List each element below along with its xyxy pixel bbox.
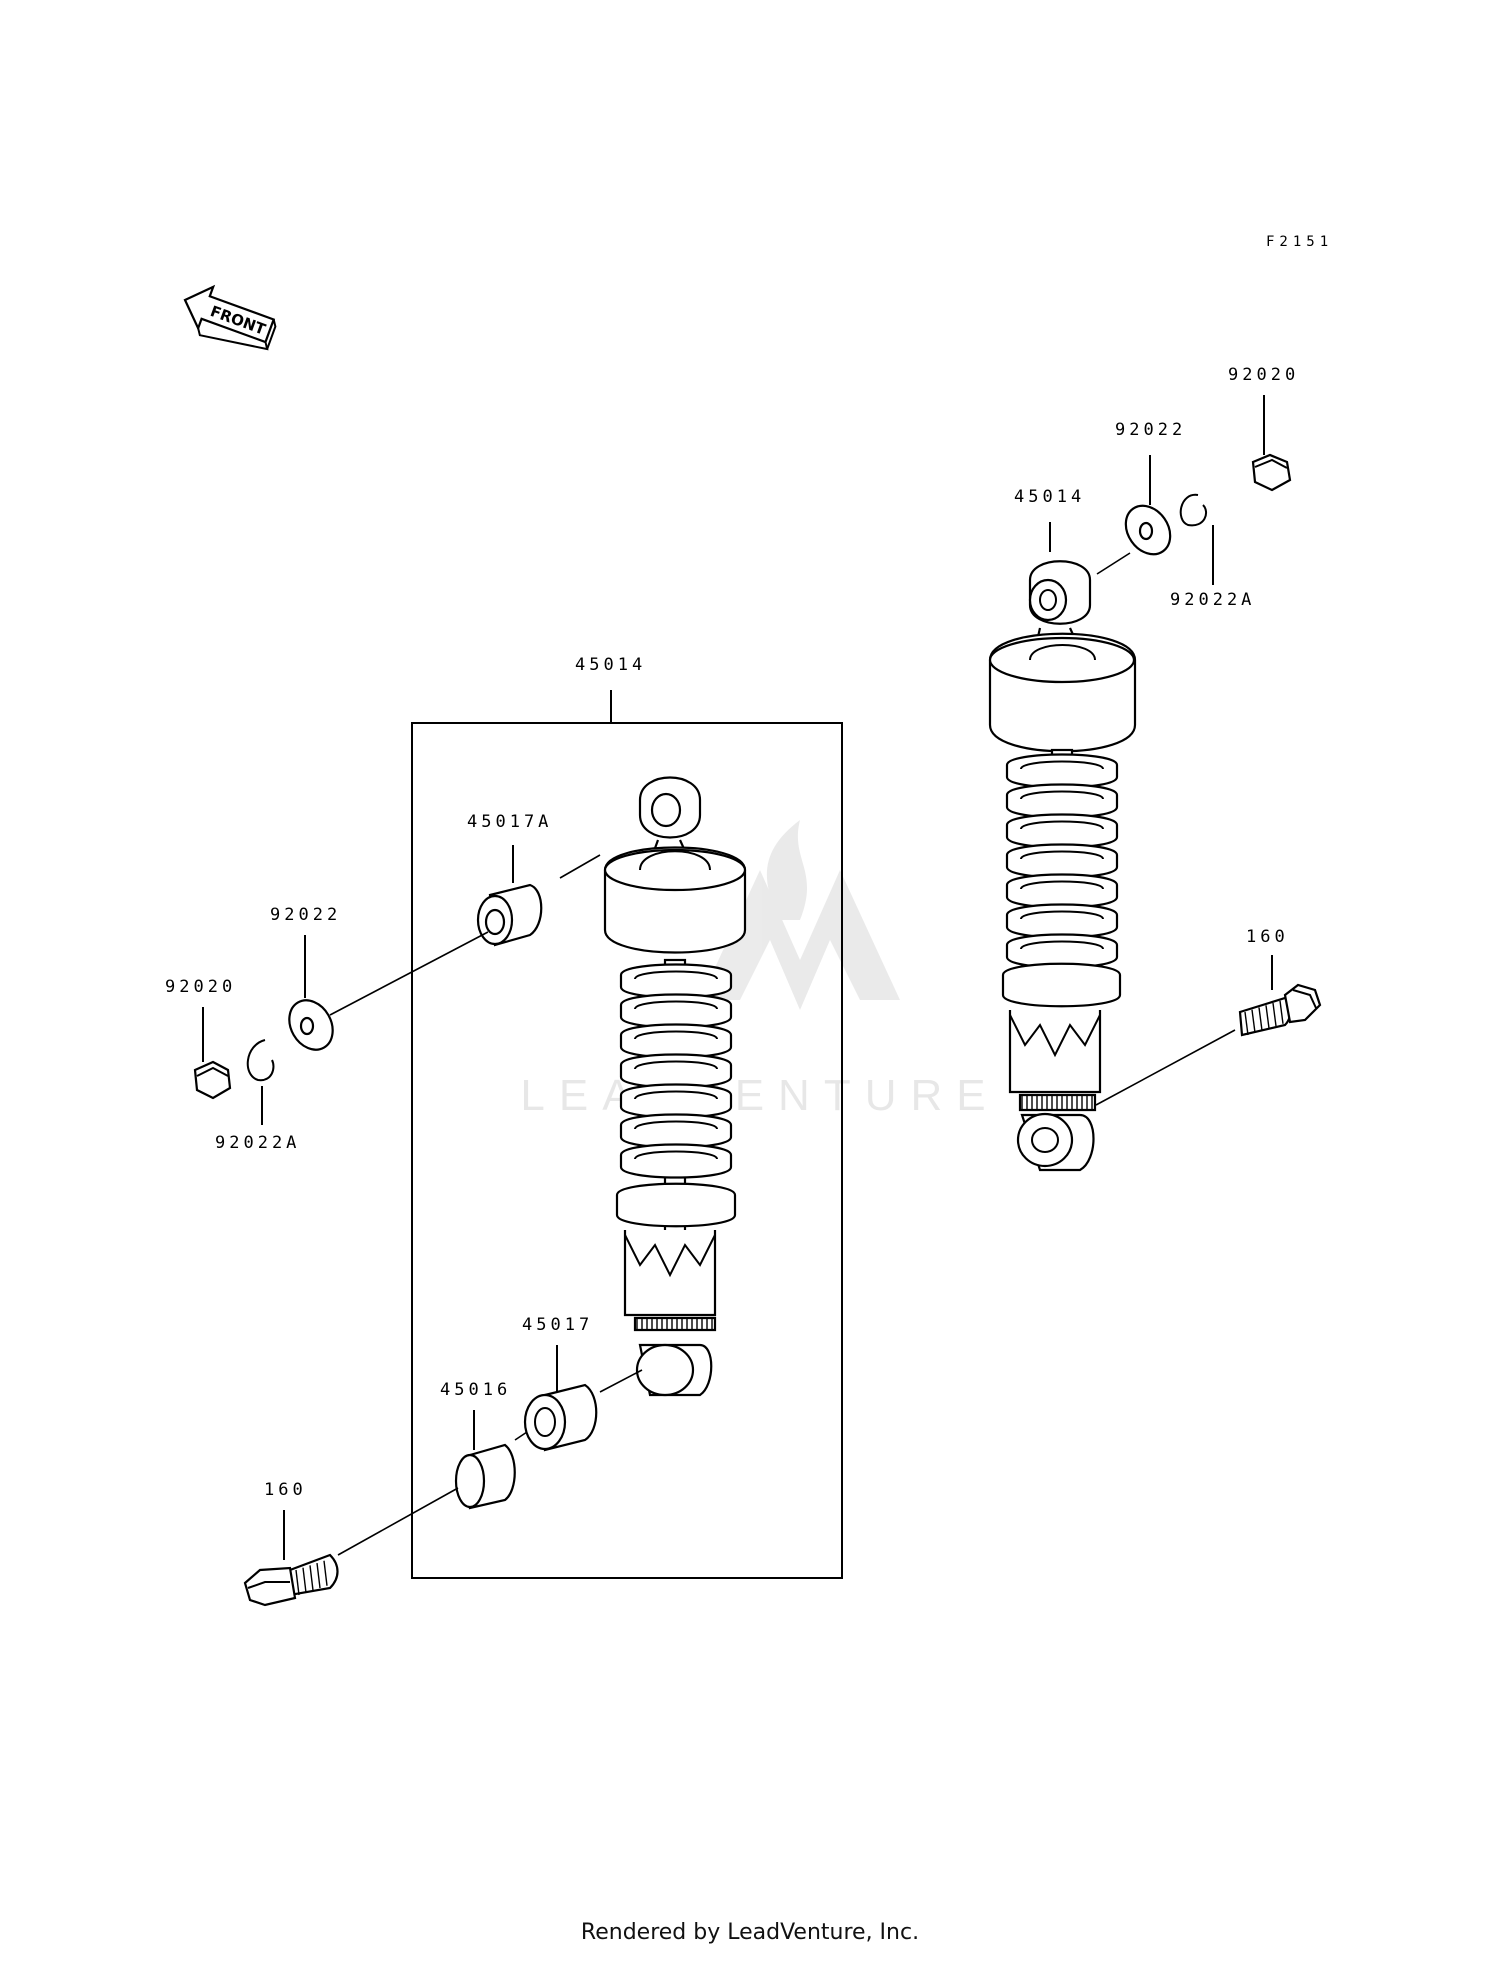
- bolt-160-left: [243, 1553, 339, 1607]
- spring-coil-inner: [634, 970, 718, 980]
- bolt-160-right: [1238, 983, 1322, 1037]
- shock-absorber-left: [603, 776, 747, 1397]
- spring-coil: [619, 1143, 733, 1179]
- spring-coil-inner: [634, 1060, 718, 1070]
- spring-coil-inner: [634, 1030, 718, 1040]
- label-160-right[interactable]: 160: [1246, 927, 1289, 947]
- label-45017A[interactable]: 45017A: [467, 812, 553, 832]
- spring-coil-inner: [1020, 910, 1104, 920]
- spring-coil: [619, 963, 733, 999]
- spring-coil-inner: [1020, 790, 1104, 800]
- bolt-thread: [1272, 1002, 1277, 1027]
- label-92022A-left[interactable]: 92022A: [215, 1133, 301, 1153]
- watermark-text: LEADVENTURE: [520, 1071, 999, 1120]
- spring-coil-inner: [1020, 880, 1104, 890]
- nut-92020-left: [193, 1060, 232, 1100]
- bushing-45017A-left: [476, 883, 543, 947]
- nut-92020-right: [1251, 453, 1292, 492]
- bolt-thread: [302, 1567, 307, 1593]
- label-160-left[interactable]: 160: [264, 1480, 307, 1500]
- label-45017[interactable]: 45017: [522, 1315, 594, 1335]
- label-92020-right[interactable]: 92020: [1228, 365, 1300, 385]
- collar-45016-left: [454, 1443, 516, 1510]
- spring-coil-inner: [1020, 850, 1104, 860]
- label-92022-left[interactable]: 92022: [270, 905, 342, 925]
- bolt-thread: [309, 1565, 314, 1591]
- spring-coil-inner: [1020, 940, 1104, 950]
- spring-coil: [619, 993, 733, 1029]
- bolt-thread: [1251, 1009, 1256, 1033]
- footer-credit: Rendered by LeadVenture, Inc.: [580, 1920, 920, 1945]
- spring-coil: [1005, 843, 1119, 879]
- bolt-thread: [316, 1562, 321, 1589]
- bolt-thread: [1279, 1000, 1284, 1024]
- spring-coil-inner: [1020, 820, 1104, 830]
- label-92022-right[interactable]: 92022: [1115, 420, 1187, 440]
- spring-coil: [619, 1053, 733, 1089]
- spring-coil: [1005, 813, 1119, 849]
- washer-92022-left: [288, 999, 334, 1051]
- label-45014-left[interactable]: 45014: [575, 655, 647, 675]
- label-45016[interactable]: 45016: [440, 1380, 512, 1400]
- assembly-box: [411, 722, 843, 1579]
- spring-coil-inner: [634, 1090, 718, 1100]
- clip-92022A-left: [246, 1039, 275, 1082]
- spring-coil: [1005, 903, 1119, 939]
- bushing-45017-left: [523, 1383, 598, 1452]
- spring-coil-inner: [1020, 760, 1104, 770]
- spring-coil-inner: [634, 1150, 718, 1160]
- spring-coil: [619, 1083, 733, 1119]
- bolt-thread: [1265, 1005, 1270, 1029]
- spring-coil-inner: [634, 1120, 718, 1130]
- watermark-logo: [700, 820, 900, 1010]
- label-92022A-right[interactable]: 92022A: [1170, 590, 1256, 610]
- spring-coil: [619, 1023, 733, 1059]
- bolt-thread: [1244, 1011, 1249, 1036]
- spring-coil-inner: [634, 1000, 718, 1010]
- spring-coil: [1005, 873, 1119, 909]
- bolt-thread: [1258, 1007, 1263, 1031]
- spring-coil: [1005, 753, 1119, 789]
- label-92020-left[interactable]: 92020: [165, 977, 237, 997]
- bolt-thread: [295, 1569, 300, 1596]
- bolt-thread: [323, 1560, 328, 1586]
- front-arrow-icon: FRONT: [183, 284, 277, 351]
- diagram-code: F2151: [1266, 234, 1334, 250]
- label-45014-right[interactable]: 45014: [1014, 487, 1086, 507]
- spring-coil: [619, 1113, 733, 1149]
- clip-92022A-right: [1179, 493, 1207, 527]
- shock-absorber-right: [988, 560, 1137, 1172]
- spring-coil: [1005, 783, 1119, 819]
- spring-coil: [1005, 933, 1119, 969]
- washer-92022-right: [1124, 504, 1172, 556]
